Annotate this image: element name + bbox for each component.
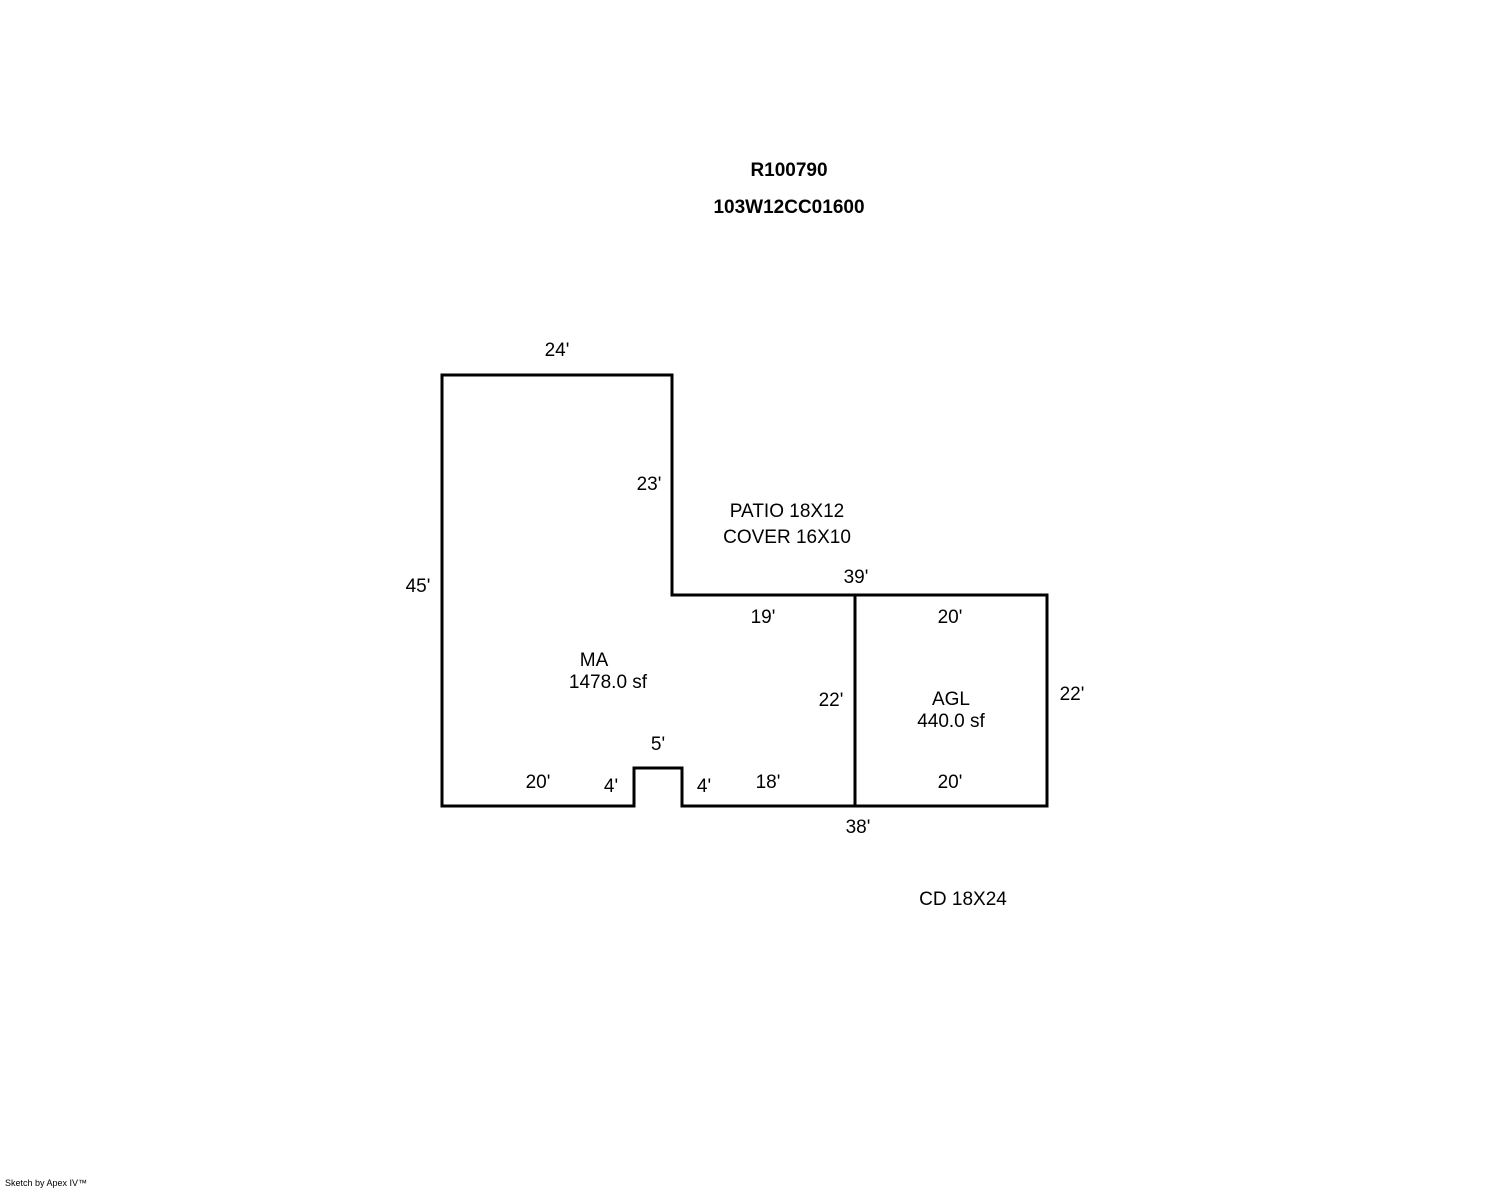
sketch-credit: Sketch by Apex IV™ [5, 1178, 88, 1188]
dim-ma-top: 24' [544, 340, 570, 361]
main-area-label: MA 1478.0 sf [569, 650, 647, 694]
dim-overall-bottom: 38' [845, 817, 871, 838]
garage-size: 440.0 sf [917, 711, 985, 732]
dim-ma-left: 45' [405, 576, 431, 597]
dim-agl-top: 20' [937, 607, 963, 628]
dim-notch-top: 5' [650, 734, 666, 755]
dim-ma-bottom-left: 20' [525, 772, 551, 793]
garage-outline [853, 593, 1049, 808]
cover-size: COVER 16X10 [723, 527, 851, 548]
patio-note: PATIO 18X12 COVER 16X10 [723, 499, 851, 551]
map-tax-lot: 103W12CC01600 [713, 197, 865, 218]
dim-notch-right: 4' [696, 776, 712, 797]
garage-label: AGL 440.0 sf [917, 689, 985, 733]
dim-ma-bottom-right: 18' [755, 772, 781, 793]
dim-notch-left: 4' [603, 776, 619, 797]
main-area-size: 1478.0 sf [568, 672, 648, 693]
patio-size: PATIO 18X12 [729, 501, 845, 522]
garage-code: AGL [931, 689, 971, 710]
dim-agl-bottom: 20' [937, 772, 963, 793]
main-area-code: MA [579, 650, 609, 671]
deck-note: CD 18X24 [919, 889, 1007, 910]
main-area-outline [440, 373, 855, 808]
dim-overall-top: 39' [843, 567, 869, 588]
dim-ma-step-top: 19' [750, 607, 776, 628]
dim-shared-wall: 22' [818, 690, 844, 711]
dim-agl-right: 22' [1059, 684, 1085, 705]
dim-ma-inner-vertical: 23' [636, 474, 662, 495]
parcel-id: R100790 [750, 160, 828, 181]
